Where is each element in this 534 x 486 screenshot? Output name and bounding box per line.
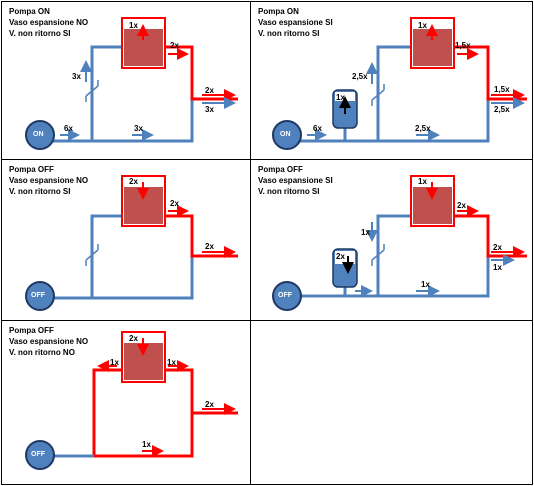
- panel-title: Pompa OFF Vaso espansione SI V. non rito…: [258, 164, 333, 197]
- circuit-diagram: [25, 175, 238, 311]
- check-valve: [371, 244, 385, 266]
- top-right-label: 2x: [170, 199, 179, 208]
- hot-pipe: [454, 214, 527, 258]
- circuit-diagram: [272, 17, 527, 150]
- panel-pump-off-with-vessel: Pompa OFF Vaso espansione SI V. non rito…: [250, 159, 533, 321]
- check-valve: [85, 244, 99, 266]
- exp-vessel-label: 1x: [336, 93, 345, 102]
- pump: [25, 281, 55, 311]
- title-pump: Pompa OFF: [258, 165, 303, 174]
- right-branch-label: 1x: [167, 358, 176, 367]
- outlet-cold-label: 1x: [493, 263, 502, 272]
- top-right-label: 1,5x: [455, 41, 471, 50]
- outlet-cold-label: 2,5x: [494, 105, 510, 114]
- pump-label: ON: [280, 131, 291, 138]
- top-right-label: 2x: [170, 41, 179, 50]
- bottom-label: 3x: [134, 124, 143, 133]
- hot-pipe: [165, 45, 238, 101]
- panel-title: Pompa OFF Vaso espansione NO V. non rito…: [9, 325, 88, 358]
- title-vessel: Vaso espansione NO: [9, 18, 89, 27]
- tank-label: 1x: [129, 21, 138, 30]
- pump: [25, 440, 55, 470]
- outlet-hot-label: 2x: [493, 243, 502, 252]
- tank-label: 2x: [129, 334, 138, 343]
- hot-pipe: [454, 45, 527, 101]
- title-valve: V. non ritorno SI: [258, 187, 320, 196]
- outlet-cold-label: 3x: [205, 105, 214, 114]
- pump: [272, 281, 302, 311]
- title-pump: Pompa OFF: [9, 165, 54, 174]
- circuit-diagram: [272, 175, 527, 311]
- outlet-hot-label: 2x: [205, 242, 214, 251]
- hot-pipe: [165, 214, 238, 258]
- tank-label: 1x: [418, 177, 427, 186]
- title-vessel: Vaso espansione SI: [258, 18, 333, 27]
- panel-pump-on-with-vessel: Pompa ON Vaso espansione SI V. non ritor…: [250, 1, 533, 160]
- circuit-diagram: [25, 17, 238, 150]
- title-vessel: Vaso espansione NO: [9, 176, 89, 185]
- empty-panel: [250, 320, 533, 485]
- outlet-hot-label: 1,5x: [494, 85, 510, 94]
- pump: [25, 120, 55, 150]
- title-valve: V. non ritorno SI: [258, 29, 320, 38]
- panel-title: Pompa ON Vaso espansione SI V. non ritor…: [258, 6, 333, 39]
- exp-vessel-label: 2x: [336, 252, 345, 261]
- bottom-label: 1x: [142, 440, 151, 449]
- left-riser-label: 3x: [72, 72, 81, 81]
- expansion-vessel-air: [335, 251, 355, 264]
- panel-pump-on-no-vessel: Pompa ON Vaso espansione NO V. non ritor…: [1, 1, 251, 160]
- check-valve: [371, 84, 385, 106]
- title-valve: V. non ritorno SI: [9, 187, 71, 196]
- title-pump: Pompa OFF: [9, 326, 54, 335]
- title-valve: V. non ritorno NO: [9, 348, 75, 357]
- left-branch-label: 1x: [110, 358, 119, 367]
- panel-pump-off-no-vessel-no-valve: Pompa OFF Vaso espansione NO V. non rito…: [1, 320, 251, 485]
- left-riser-label: 1x: [361, 228, 370, 237]
- title-vessel: Vaso espansione SI: [258, 176, 333, 185]
- title-vessel: Vaso espansione NO: [9, 337, 89, 346]
- bottom-label: 2,5x: [415, 124, 431, 133]
- pump-out-label: 6x: [64, 124, 73, 133]
- pump-out-label: 6x: [313, 124, 322, 133]
- outlet-hot-label: 2x: [205, 400, 214, 409]
- bottom-label: 1x: [421, 280, 430, 289]
- tank-label: 1x: [418, 21, 427, 30]
- title-pump: Pompa ON: [9, 7, 50, 16]
- panel-pump-off-no-vessel: Pompa OFF Vaso espansione NO V. non rito…: [1, 159, 251, 321]
- check-valve: [85, 80, 99, 102]
- cold-pipe: [52, 214, 194, 300]
- title-pump: Pompa ON: [258, 7, 299, 16]
- panel-title: Pompa ON Vaso espansione NO V. non ritor…: [9, 6, 88, 39]
- outlet-hot-label: 2x: [205, 86, 214, 95]
- pump-label: OFF: [31, 451, 45, 458]
- pump-label: OFF: [278, 292, 292, 299]
- panel-title: Pompa OFF Vaso espansione NO V. non rito…: [9, 164, 88, 197]
- tank-label: 2x: [129, 177, 138, 186]
- top-right-label: 2x: [457, 201, 466, 210]
- pump: [272, 120, 302, 150]
- title-valve: V. non ritorno SI: [9, 29, 71, 38]
- circuit-diagram: [25, 331, 238, 470]
- pump-label: OFF: [31, 292, 45, 299]
- left-riser-label: 2,5x: [352, 72, 368, 81]
- pump-label: ON: [33, 131, 44, 138]
